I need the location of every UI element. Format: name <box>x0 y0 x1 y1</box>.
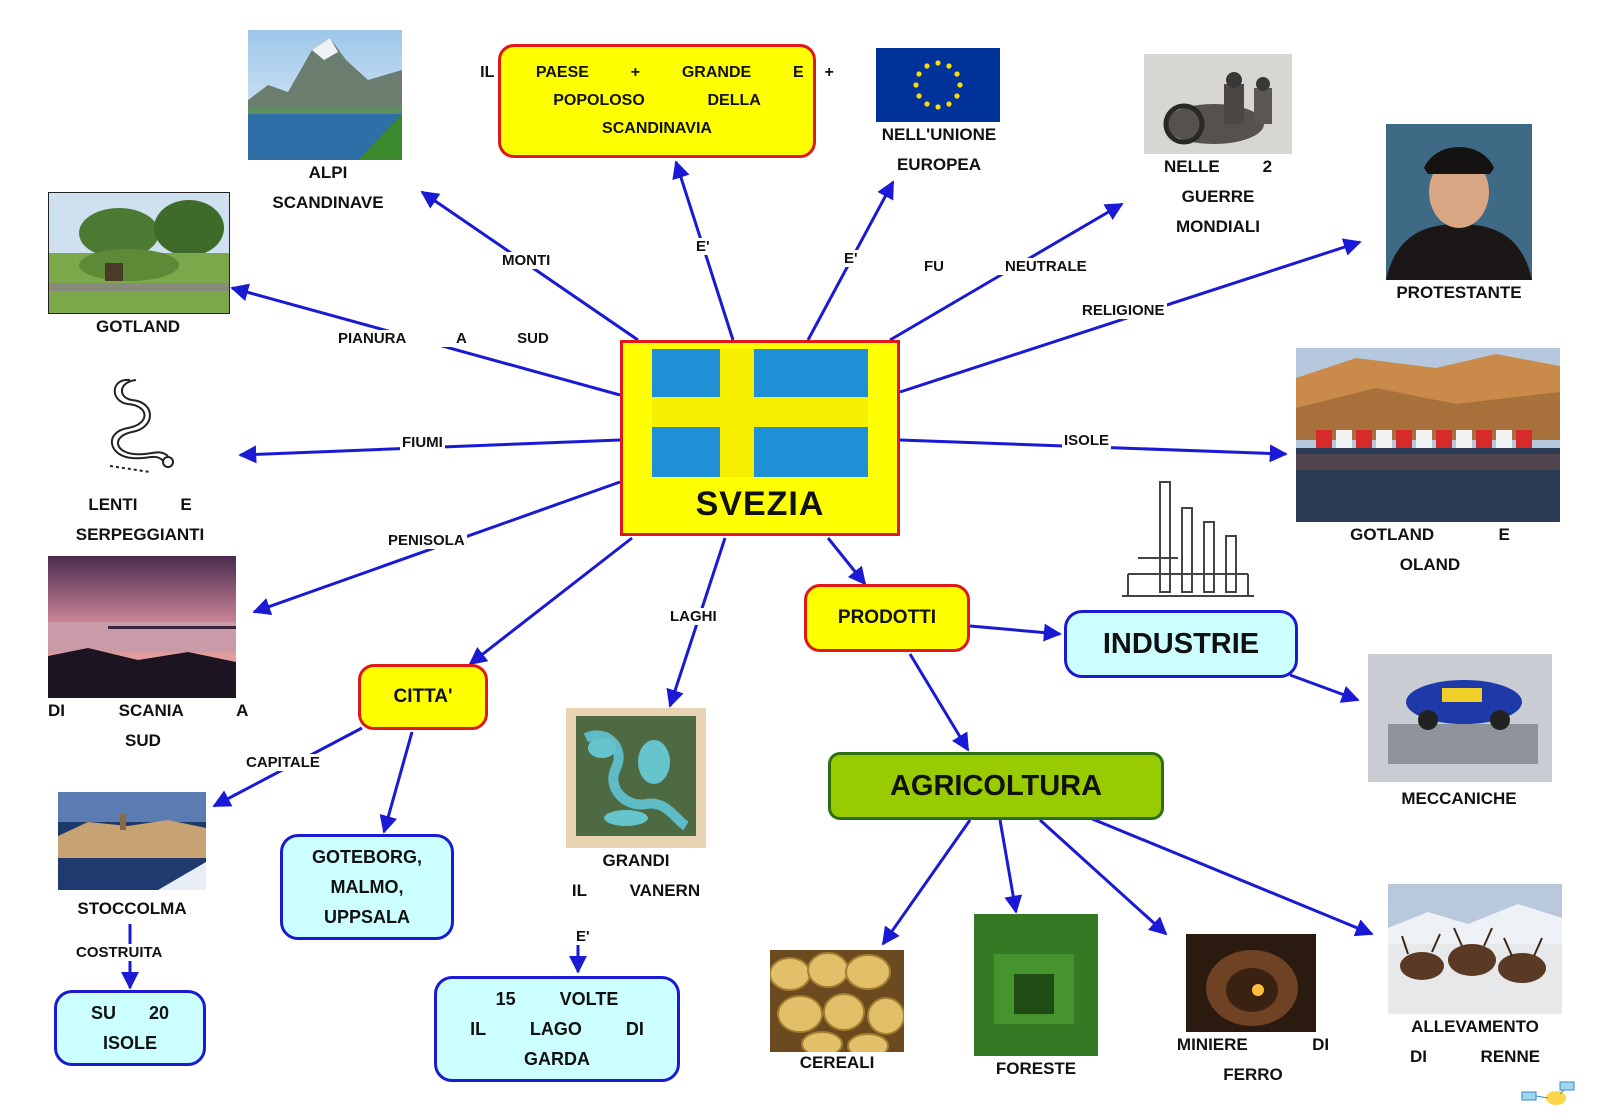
link-label-e-paese: E' <box>694 238 712 255</box>
link-label-capitale: CAPITALE <box>244 754 322 771</box>
label-guerre-mondiali: NELLE 2 GUERRE MONDIALI <box>1163 157 1273 236</box>
link-label-fiumi: FIUMI <box>400 434 445 451</box>
arrow-renne <box>1089 816 1374 937</box>
sweden-flag-icon <box>652 349 868 477</box>
image-miniere <box>1186 934 1316 1032</box>
arrow-prodotti <box>826 537 867 586</box>
arrow-agricoltura <box>908 653 970 752</box>
center-title: SVEZIA <box>695 485 825 523</box>
link-label-e-ue: E' <box>842 250 860 267</box>
arrow-meccaniche <box>1289 673 1360 703</box>
node-citta-list[interactable]: GOTEBORG, MALMO, UPPSALA <box>280 834 454 940</box>
arrow-industrie <box>969 623 1062 642</box>
arrow-cereali <box>881 819 972 946</box>
link-label-neutrale: FU NEUTRALE <box>922 258 1089 275</box>
arrow-miniere <box>1038 818 1168 936</box>
label-cereali: CEREALI <box>799 1053 875 1072</box>
image-serpente <box>90 372 178 478</box>
node-paese[interactable]: IL PAESE + GRANDE E + POPOLOSO DELLA SCA… <box>480 44 834 158</box>
label-fiumi-descr: LENTI E SERPEGGIANTI <box>75 495 205 544</box>
image-foreste <box>974 914 1098 1056</box>
node-prodotti[interactable]: PRODOTTI <box>804 584 970 652</box>
image-eu-flag <box>876 48 1000 122</box>
label-grandi-vanern: GRANDI IL VANERN <box>571 851 701 900</box>
arrow-citta <box>468 536 633 666</box>
label-foreste: FORESTE <box>995 1059 1077 1078</box>
node-agricoltura[interactable]: AGRICOLTURA <box>828 752 1164 820</box>
label-scania: DI SCANIA A SUD <box>48 701 249 750</box>
label-gotland-oland: GOTLAND E OLAND <box>1350 525 1510 574</box>
cmap-logo-icon <box>1520 1078 1582 1108</box>
center-node-svezia[interactable]: SVEZIA <box>620 340 900 536</box>
label-stoccolma: STOCCOLMA <box>77 899 187 918</box>
label-allevamento-renne: ALLEVAMENTO DI RENNE <box>1409 1017 1541 1066</box>
image-cereali <box>770 950 904 1052</box>
link-label-e-garda: E' <box>574 928 592 945</box>
image-alpi-scandinave <box>248 30 402 160</box>
image-lutero <box>1386 124 1532 280</box>
label-unione-europea: NELL'UNIONE EUROPEA <box>881 125 997 174</box>
label-meccaniche: MECCANICHE <box>1401 789 1517 808</box>
image-renne <box>1388 884 1562 1014</box>
link-label-penisola: PENISOLA <box>386 532 467 549</box>
link-label-pianura: PIANURA A SUD <box>336 330 551 347</box>
arrow-citta-list <box>379 731 414 834</box>
image-guerre <box>1144 54 1292 154</box>
label-miniere-ferro: MINIERE DI FERRO <box>1176 1035 1330 1084</box>
label-alpi-scandinave: ALPI SCANDINAVE <box>272 163 384 212</box>
factory-icon <box>1118 478 1258 604</box>
node-isole20[interactable]: SU 20 ISOLE <box>54 990 206 1066</box>
node-garda[interactable]: 15 VOLTE IL LAGO DI GARDA <box>434 976 680 1082</box>
image-gotland <box>48 192 230 314</box>
image-gotland-oland <box>1296 348 1560 522</box>
node-industrie[interactable]: INDUSTRIE <box>1064 610 1298 678</box>
link-label-monti: MONTI <box>500 252 553 269</box>
node-citta[interactable]: CITTA' <box>358 664 488 730</box>
link-label-religione: RELIGIONE <box>1080 302 1167 319</box>
image-meccaniche <box>1368 654 1552 782</box>
label-protestante: PROTESTANTE <box>1396 283 1522 302</box>
image-stoccolma <box>58 792 206 890</box>
image-mappa-lago <box>566 708 706 848</box>
arrow-foreste <box>998 819 1023 914</box>
image-scania <box>48 556 236 698</box>
link-label-costruita: COSTRUITA <box>74 944 165 961</box>
link-label-isole: ISOLE <box>1062 432 1112 449</box>
label-gotland: GOTLAND <box>95 317 181 336</box>
link-label-laghi: LAGHI <box>668 608 719 625</box>
